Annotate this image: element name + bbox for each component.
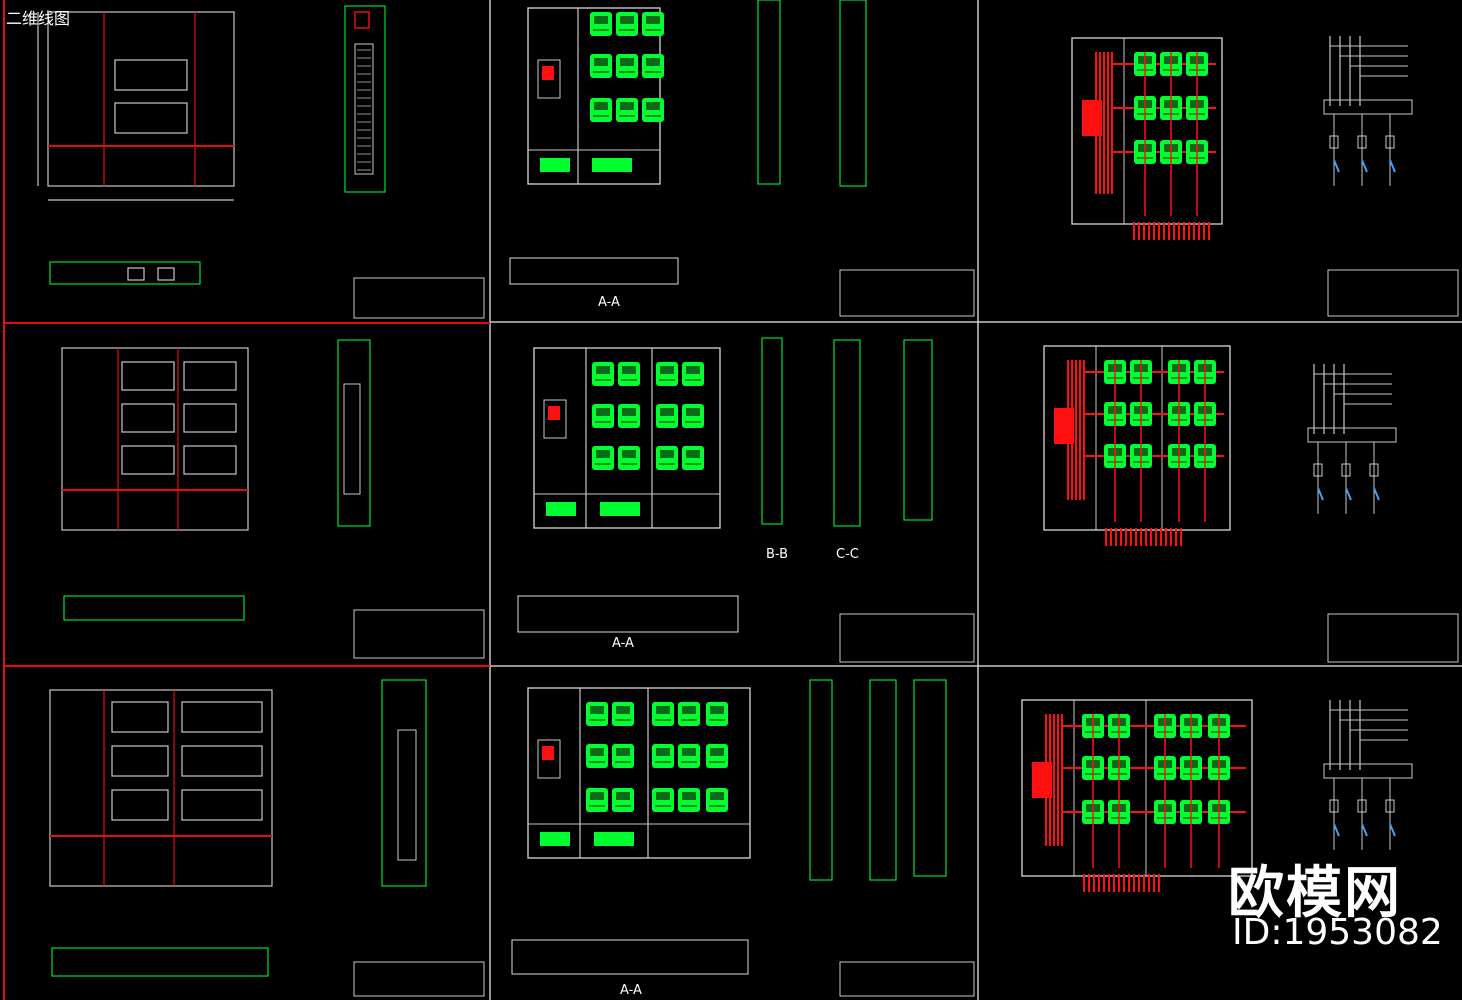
terminal-block [540,832,570,846]
main-breaker [1054,408,1074,444]
red-frame [3,0,490,1000]
wiring-diagram-3 [1021,699,1253,892]
cabinet-side-view-row1 [344,5,386,193]
main-breaker [1082,100,1102,136]
switch-symbol [1345,487,1352,501]
section-view-b-b-row1 [757,0,867,187]
switch-symbol [1361,823,1368,837]
main-breaker [537,739,561,779]
wiring-diagram-2 [1043,345,1231,546]
switch-symbol [1361,159,1368,173]
switch-symbol [1389,823,1396,837]
section-a-a-label-2: A-A [612,636,634,651]
section-views-row3 [809,679,947,881]
section-c-c-label-2: C-C [836,547,859,562]
terminal-block [600,502,640,516]
meter-layout-diagram-1 [527,7,664,185]
single-line-diagram-1 [1323,36,1413,186]
switch-symbol [1373,487,1380,501]
switch-symbol [1333,159,1340,173]
panel-grid [489,0,1462,1000]
terminal-block [546,502,576,516]
watermark-id: ID:1953082 [1232,912,1443,953]
cabinet-front-view-row1 [37,11,235,285]
cabinet-side-view-row3 [381,679,427,887]
meter-symbol [1369,463,1379,477]
section-views-row2 [761,337,933,527]
cabinet-outline [527,7,661,185]
busbar [1307,427,1397,443]
meter-symbol [1385,799,1395,813]
busbar [1323,99,1413,115]
switch-symbol [1333,823,1340,837]
switch-symbol [1317,487,1324,501]
meter-layout-diagram-3 [527,687,751,859]
cabinet-outline [1071,37,1223,225]
meter-layout-diagram-2 [533,347,721,529]
cabinet-outline [527,687,751,859]
meter-symbol [1329,135,1339,149]
single-line-diagram-3 [1323,700,1413,850]
meter-symbol [1357,799,1367,813]
section-b-b-label-2: B-B [766,547,788,562]
cabinet-outline [533,347,721,529]
cabinet-outline [1021,699,1253,877]
corner-title: 二维线图 [6,9,70,28]
meter-symbol [1341,463,1351,477]
cabinet-front-view-row3 [49,689,273,977]
section-a-a-label-1: A-A [598,295,620,310]
meter-symbol [1357,135,1367,149]
terminal-block [594,832,634,846]
meter-symbol [1313,463,1323,477]
main-breaker [537,59,561,99]
main-breaker [1032,762,1052,798]
meter-symbol [1329,799,1339,813]
switch-symbol [1389,159,1396,173]
busbar [1323,763,1413,779]
plan-view-a-a [509,257,749,975]
cabinet-front-view-row2 [61,347,249,621]
meter-symbol [1385,135,1395,149]
single-line-diagram-2 [1307,364,1397,514]
wiring-diagram-1 [1071,37,1223,240]
cabinet-side-view-row2 [337,339,371,527]
main-breaker [543,399,567,439]
section-a-a-label-3: A-A [620,983,642,998]
terminal-block [540,158,570,172]
title-blocks [353,269,1459,997]
terminal-block [592,158,632,172]
watermark-logo-large: 欧模网 [1228,861,1402,926]
